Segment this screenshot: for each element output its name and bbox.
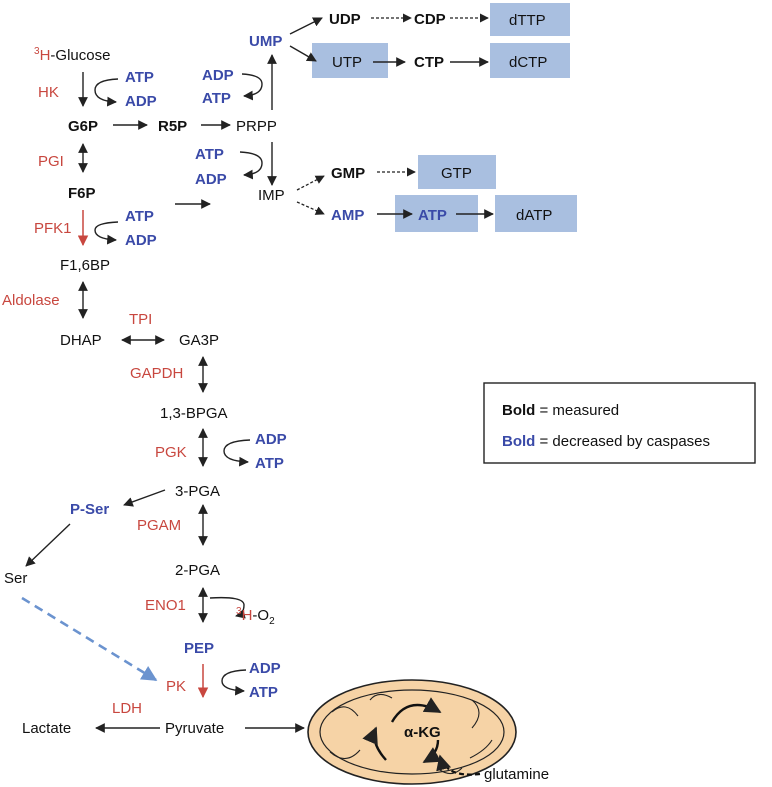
glutamine-arrow (436, 754, 481, 776)
imp-label: IMP (258, 187, 285, 204)
atp-box-label: ATP (418, 207, 447, 224)
pfk1-atp: ATP (125, 208, 154, 225)
dttp-box (490, 3, 570, 36)
akg-label: α-KG (404, 724, 441, 741)
cdp-label: CDP (414, 11, 446, 28)
arrow-imp-gmp (296, 175, 325, 191)
r5p-label: R5P (158, 118, 187, 135)
legend-decreased: Bold = decreased by caspases (502, 433, 710, 450)
pk-adp: ADP (249, 660, 281, 677)
utp-box (312, 43, 388, 78)
pga2-label: 2-PGA (175, 562, 220, 579)
enzyme-eno1: ENO1 (145, 597, 186, 614)
ga3p-label: GA3P (179, 332, 219, 349)
ump-atp-adp-atp: ATP (202, 90, 231, 107)
enzyme-tpi: TPI (129, 311, 152, 328)
hk-atp: ATP (125, 69, 154, 86)
dctp-box (490, 43, 570, 78)
pga3-label: 3-PGA (175, 483, 220, 500)
datp-box (495, 195, 577, 232)
prpp-label: PRPP (236, 118, 277, 135)
g6p-label: G6P (68, 118, 98, 135)
gmp-label: GMP (331, 165, 365, 182)
hk-adp: ADP (125, 93, 157, 110)
mito-arc-right (422, 739, 442, 764)
pfk1-adp: ADP (125, 232, 157, 249)
water-label: 3H-O2 (236, 606, 275, 627)
arrow-ump-udp (289, 17, 323, 35)
glutamine-label: glutamine (484, 766, 549, 783)
arrow-imp-amp (296, 201, 325, 215)
lactate-label: Lactate (22, 720, 71, 737)
ser-label: Ser (4, 570, 27, 587)
pyruvate-label: Pyruvate (165, 720, 224, 737)
gtp-box (418, 155, 496, 189)
enzyme-pgam: PGAM (137, 517, 181, 534)
enzyme-pk: PK (166, 678, 186, 695)
imp-adp: ADP (195, 171, 227, 188)
legend-box (483, 382, 756, 464)
amp-label: AMP (331, 207, 364, 224)
enzyme-pgk: PGK (155, 444, 187, 461)
ctp-label: CTP (414, 54, 444, 71)
prpp-imp-curve (239, 151, 263, 180)
f16bp-label: F1,6BP (60, 257, 110, 274)
pgk-adp: ADP (255, 431, 287, 448)
mito-arc-top (390, 697, 442, 723)
pfk1-curve (94, 221, 119, 245)
glucose-label: 3H-Glucose (34, 46, 110, 64)
enzyme-aldolase: Aldolase (2, 292, 60, 309)
enzyme-pgi: PGI (38, 153, 64, 170)
pep-label: PEP (184, 640, 214, 657)
arrow-pga3-pser (123, 489, 166, 507)
udp-label: UDP (329, 11, 361, 28)
enzyme-hk: HK (38, 84, 59, 101)
eno1-curve (209, 596, 246, 619)
mitochondrion-cristae (329, 693, 493, 775)
gtp-label: GTP (441, 165, 472, 182)
dhap-label: DHAP (60, 332, 102, 349)
enzyme-gapdh: GAPDH (130, 365, 183, 382)
enzyme-ldh: LDH (112, 700, 142, 717)
enzyme-pfk1: PFK1 (34, 220, 72, 237)
hk-curve (94, 78, 119, 107)
pser-label: P-Ser (70, 501, 109, 518)
utp-label: UTP (332, 54, 362, 71)
mitochondrion-inner (319, 689, 505, 775)
pgk-curve (223, 439, 251, 467)
pgk-atp: ATP (255, 455, 284, 472)
datp-label: dATP (516, 207, 552, 224)
dctp-label: dCTP (509, 54, 547, 71)
f6p-label: F6P (68, 185, 96, 202)
pk-curve (221, 669, 247, 696)
dttp-label: dTTP (509, 12, 546, 29)
imp-atp: ATP (195, 146, 224, 163)
legend-measured: Bold = measured (502, 402, 619, 419)
mito-arc-left (362, 726, 387, 761)
prpp-ump-curve (241, 73, 263, 101)
bpga13-label: 1,3-BPGA (160, 405, 228, 422)
ump-atp-adp-adp: ADP (202, 67, 234, 84)
mitochondrion (307, 679, 517, 785)
arrow-ump-utp (289, 45, 317, 62)
arrow-ser-pk (21, 596, 158, 682)
pk-atp: ATP (249, 684, 278, 701)
ump-label: UMP (249, 33, 282, 50)
arrow-pser-ser (25, 523, 71, 567)
